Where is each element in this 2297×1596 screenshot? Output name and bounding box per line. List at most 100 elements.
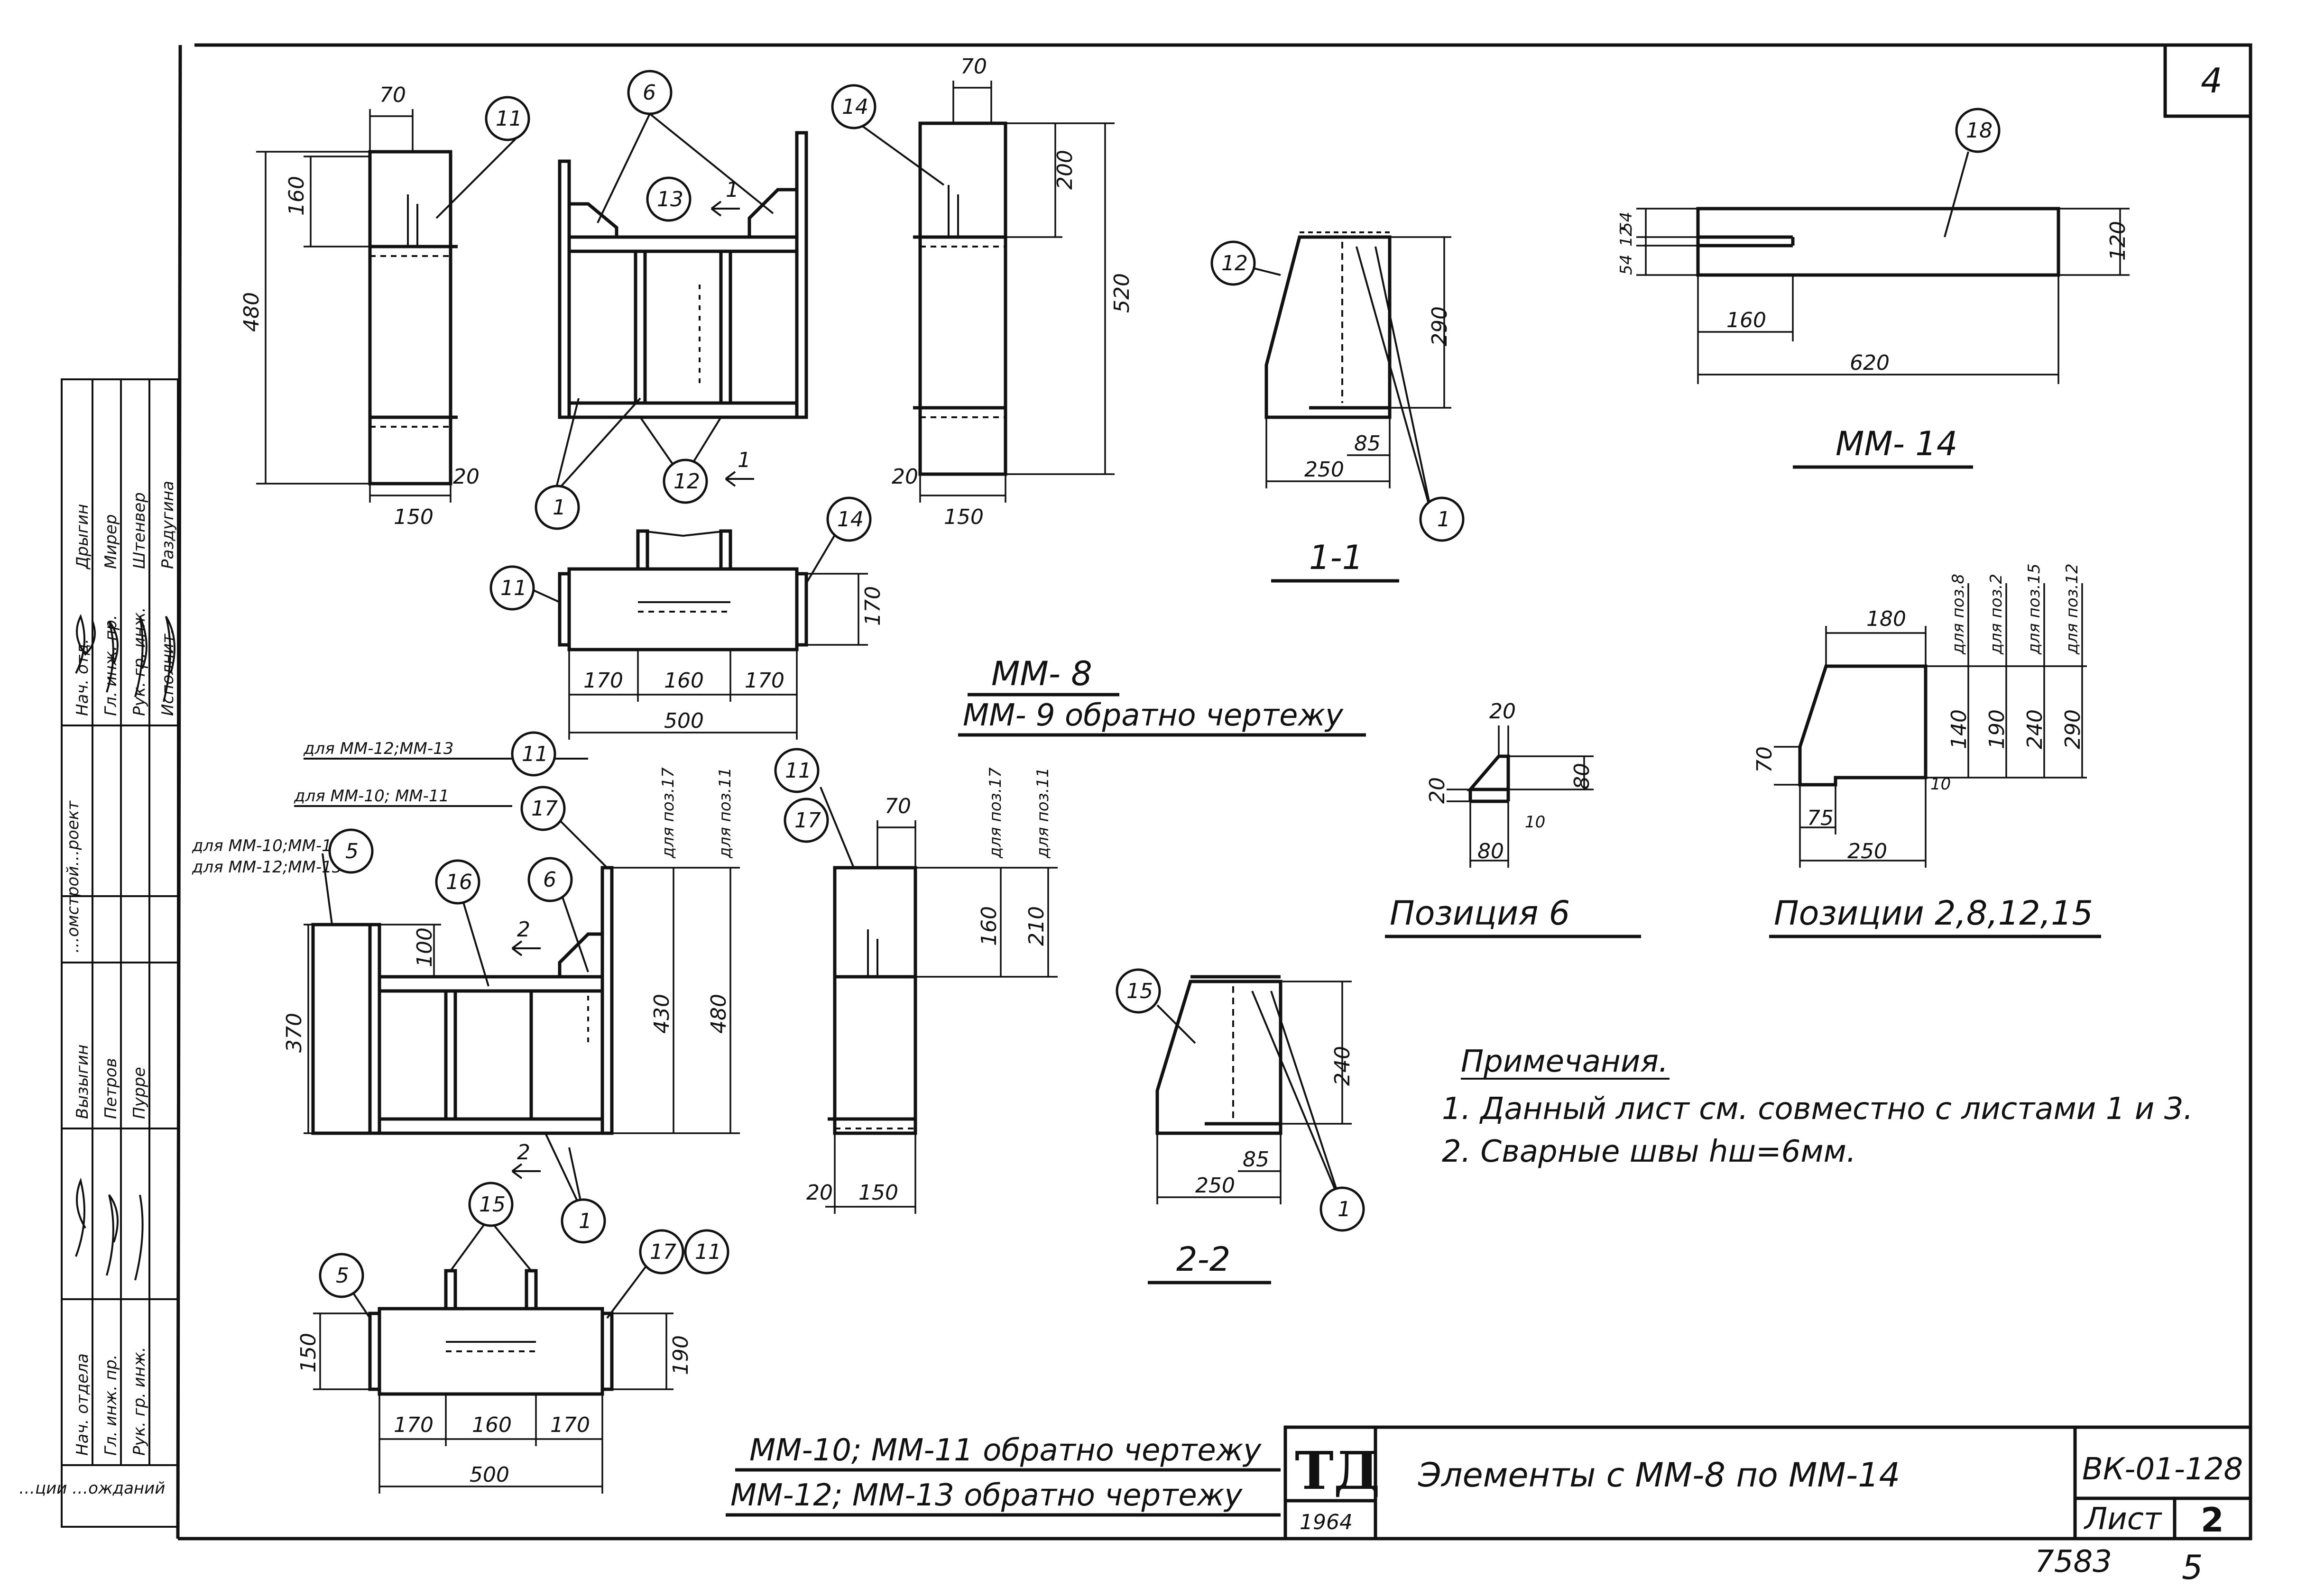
dim-250-c: 250: [1195, 1174, 1235, 1198]
section-1-1-dims: [1265, 236, 1451, 488]
label-for-pos2: для поз.2: [1987, 574, 2006, 655]
label-for-pos8: для поз.8: [1949, 574, 1968, 655]
callout-17-b: 17: [784, 798, 829, 843]
svg-text:12: 12: [673, 469, 700, 494]
dim-170-a: 170: [861, 586, 885, 626]
stamp-role-b1: Нач. отдела: [73, 1353, 92, 1456]
dim-170-e: 170: [550, 1413, 590, 1437]
dim-500-a: 500: [664, 709, 704, 733]
dim-85-b: 85: [1243, 1147, 1269, 1172]
sheet-code: ВК-01-128: [2082, 1452, 2243, 1487]
dim-150-a: 150: [394, 505, 434, 529]
svg-text:11: 11: [496, 107, 522, 131]
mm8-caption: ММ- 8: [991, 654, 1092, 693]
dim-190-b: 190: [669, 1335, 693, 1375]
svg-text:6: 6: [543, 868, 556, 892]
label-for-pos17-b: для поз.17: [986, 767, 1005, 859]
sheet-label: Лист: [2084, 1502, 2162, 1537]
stamp-logo: ТД: [1295, 1440, 1380, 1501]
mm12-caption: ММ-12; ММ-13 обратно чертежу: [730, 1478, 1243, 1513]
callout-17-a: 17: [520, 786, 566, 831]
svg-text:1: 1: [553, 495, 566, 520]
position-2-8-12-15-view: [1798, 664, 1928, 787]
dim-150-b: 150: [944, 505, 984, 529]
dim-240-b: 240: [1330, 1046, 1355, 1086]
mm8-plan-view: [558, 529, 808, 651]
dim-20-c: 20: [1489, 699, 1516, 724]
inventory-number: 7583: [2035, 1544, 2112, 1579]
dim-70-a: 70: [379, 83, 406, 107]
mm8-right-side-view: [913, 121, 1007, 476]
callout-1-a: 1: [535, 485, 580, 530]
dim-20-a: 20: [453, 465, 480, 489]
label-for-mm12-13-b: для ММ-12;ММ-13: [192, 858, 342, 877]
dim-12: 12: [1617, 226, 1636, 247]
stamp-name-b2: Петров: [101, 1058, 120, 1119]
dim-160-c: 160: [1726, 308, 1766, 332]
label-for-pos17-a: для поз.17: [659, 767, 678, 859]
position-2-8-12-15-caption: Позиции 2,8,12,15: [1774, 894, 2093, 933]
dim-140: 140: [1947, 709, 1971, 749]
mm10-caption: ММ-10; ММ-11 обратно чертежу: [749, 1433, 1262, 1468]
dim-240-a: 240: [2023, 709, 2047, 749]
callout-5-a: 5: [328, 828, 374, 874]
cut-marker-2-bottom: 2: [517, 1140, 530, 1165]
stamp-org-top: …омстрой…роект: [64, 800, 83, 953]
cut-marker-1-bottom: 1: [738, 448, 751, 472]
stamp-name-b1: Вызыгин: [73, 1045, 92, 1119]
svg-text:15: 15: [479, 1192, 506, 1217]
section-2-2-leaders: [1156, 991, 1343, 1207]
dim-480-b: 480: [707, 994, 731, 1034]
dim-20-b: 20: [892, 465, 918, 489]
notes-heading: Примечания.: [1461, 1044, 1668, 1079]
mm14-view: [1696, 207, 2060, 277]
callout-11-e: 11: [684, 1229, 729, 1275]
dim-70-c: 70: [1753, 746, 1777, 773]
dim-160-a: 160: [285, 176, 309, 216]
dim-160-d: 160: [977, 906, 1001, 946]
section-1-1-view: [1264, 231, 1392, 419]
dim-20-d: 20: [1425, 777, 1449, 804]
dim-150-d: 150: [296, 1333, 321, 1373]
callout-11-d: 11: [774, 748, 820, 793]
label-for-mm12-13: для ММ-12;ММ-13: [303, 739, 453, 758]
dim-160-b: 160: [664, 669, 704, 693]
svg-text:1: 1: [1338, 1197, 1351, 1221]
svg-text:1: 1: [1437, 507, 1450, 532]
dim-250-b: 250: [1847, 839, 1887, 863]
stamp-name-1: Дрыгин: [73, 504, 92, 570]
callout-12-b: 12: [1210, 240, 1256, 286]
svg-text:5: 5: [336, 1264, 349, 1288]
dim-520: 520: [1110, 273, 1134, 313]
position-6-dims: [1447, 725, 1594, 868]
mm8-front-view: 1 1: [558, 131, 808, 487]
stamp-name-4: Раздугина: [158, 481, 177, 569]
title-block: [1283, 1425, 2252, 1541]
callout-1-c: 1: [561, 1198, 606, 1244]
callout-15-a: 15: [468, 1182, 514, 1227]
svg-text:11: 11: [785, 759, 812, 783]
left-stamp: [61, 378, 179, 1528]
svg-text:16: 16: [446, 870, 472, 894]
cut-marker-1-top: 1: [726, 178, 739, 202]
stamp-name-3: Штенвер: [130, 492, 149, 569]
callout-11-c: 11: [511, 731, 556, 777]
section-2-2-view: [1155, 975, 1282, 1135]
stamp-name-2: Мирер: [101, 514, 120, 569]
svg-text:17: 17: [794, 808, 821, 833]
callout-12-a: 12: [663, 459, 708, 504]
page-number: 5: [2182, 1548, 2203, 1587]
dim-170-b: 170: [583, 669, 623, 693]
section-2-2-dims: [1156, 981, 1352, 1204]
svg-text:15: 15: [1126, 979, 1153, 1003]
svg-text:6: 6: [643, 81, 656, 105]
position-6-caption: Позиция 6: [1390, 894, 1570, 933]
note-2: 2. Сварные швы hш=6мм.: [1442, 1134, 1856, 1169]
callout-16: 16: [435, 859, 480, 905]
mm10-dims: [304, 820, 1058, 1494]
stamp-role-b2: Гл. инж. пр.: [101, 1355, 120, 1456]
dim-290: 290: [1428, 306, 1452, 346]
label-for-pos11-b: для поз.11: [1033, 767, 1052, 859]
mm10-plan-view: [368, 1269, 614, 1396]
